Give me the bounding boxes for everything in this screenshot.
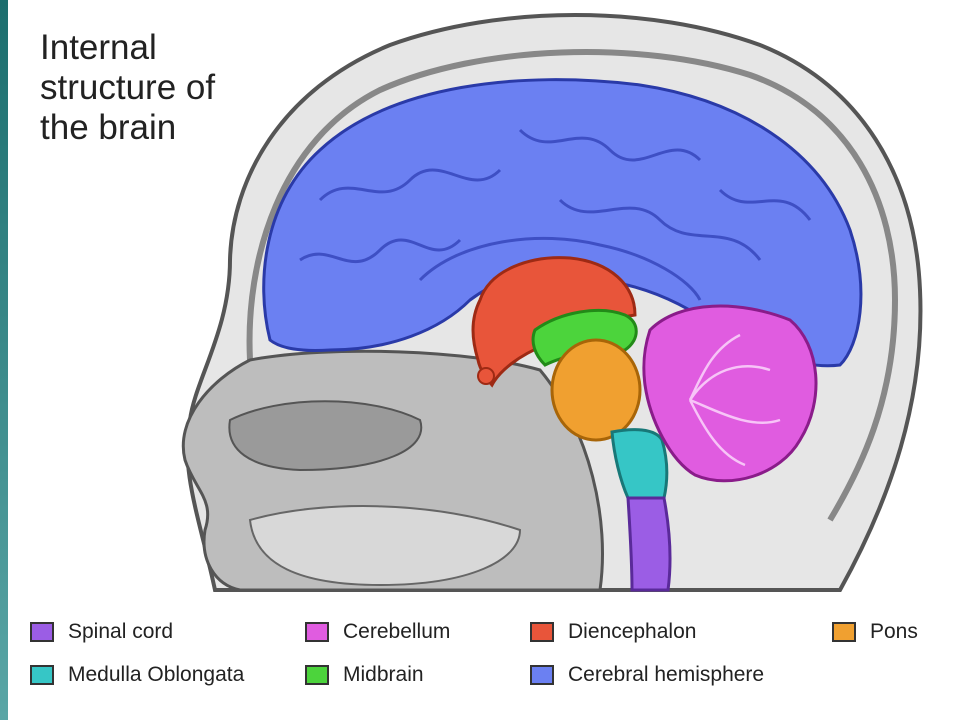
legend-item-spinal-cord: Spinal cord: [30, 620, 173, 644]
cortex-folds: [299, 128, 812, 301]
legend-item-cerebral: Cerebral hemisphere: [530, 663, 764, 687]
legend-label: Pons: [870, 620, 918, 643]
cerebral-hemisphere: [262, 78, 863, 368]
pituitary: [477, 367, 495, 385]
midbrain: [531, 308, 638, 367]
oral-cavity: [248, 505, 522, 587]
legend-item-midbrain: Midbrain: [305, 663, 424, 687]
left-accent-strip: [0, 0, 8, 720]
nasal-passage: [228, 400, 423, 472]
legend-label: Cerebral hemisphere: [568, 663, 765, 686]
spinal-cord: [626, 496, 672, 592]
cerebellum-folia: [688, 333, 781, 467]
diagram-title: Internal structure of the brain: [40, 28, 216, 147]
legend-label: Medulla Oblongata: [68, 663, 245, 686]
swatch-spinal-cord: [30, 622, 54, 642]
skull-inner: [246, 49, 899, 522]
legend-item-pons: Pons: [832, 620, 918, 644]
legend-label: Cerebellum: [343, 620, 451, 643]
legend-item-cerebellum: Cerebellum: [305, 620, 450, 644]
cerebellum: [642, 304, 818, 483]
swatch-cerebellum: [305, 622, 329, 642]
swatch-diencephalon: [530, 622, 554, 642]
swatch-cerebral: [530, 665, 554, 685]
legend-label: Midbrain: [343, 663, 424, 686]
legend-label: Spinal cord: [68, 620, 174, 643]
swatch-midbrain: [305, 665, 329, 685]
brain-sagittal-diagram: [181, 13, 923, 592]
legend-label: Diencephalon: [568, 620, 697, 643]
legend-item-diencephalon: Diencephalon: [530, 620, 696, 644]
pons: [550, 338, 642, 442]
swatch-medulla: [30, 665, 54, 685]
swatch-pons: [832, 622, 856, 642]
legend-item-medulla: Medulla Oblongata: [30, 663, 244, 687]
